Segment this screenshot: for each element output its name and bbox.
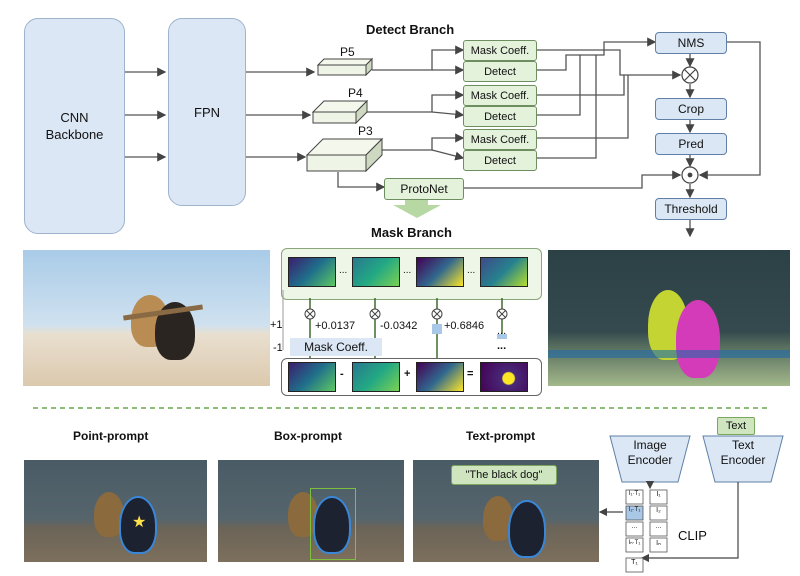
coeff-value-3: +0.6846: [444, 320, 485, 332]
dot-product-icon: [681, 166, 699, 184]
box-prompt-photo: [218, 460, 404, 562]
text-prompt-title: Text-prompt: [466, 429, 536, 443]
detect-head-p4: Detect: [463, 106, 537, 127]
mask-coeff-label: Mask Coeff.: [290, 338, 382, 356]
text-prompt-caption: "The black dog": [451, 465, 557, 485]
text-encoder-shape: [702, 435, 784, 483]
t1-cell: T₁: [631, 559, 638, 566]
detect-branch-title: Detect Branch: [366, 22, 455, 37]
op-minus: -: [340, 368, 344, 380]
architecture-arrows: [123, 37, 761, 238]
fpn-block: FPN: [168, 18, 246, 206]
selected-dog: [508, 500, 546, 558]
ellipsis-3: ...: [467, 265, 476, 276]
combo-term-2: [352, 362, 400, 392]
ellipsis-2: ...: [403, 265, 412, 276]
box-prompt-title: Box-prompt: [274, 429, 342, 443]
text-input-tag: Text: [717, 417, 755, 435]
segment-blue-band: [548, 350, 790, 358]
clip-diagram: [598, 435, 784, 573]
mask-branch-title: Mask Branch: [371, 225, 452, 240]
detect-head-p3: Detect: [463, 150, 537, 171]
output-segmentation: [548, 250, 790, 386]
multiply-icon: [681, 66, 699, 84]
text-encoder-label: Text Encoder: [720, 438, 766, 467]
axis-minus-one: -1: [273, 342, 283, 354]
pred-block: Pred: [655, 133, 727, 155]
level-label-p3: P3: [358, 124, 373, 138]
combo-term-3: [416, 362, 464, 392]
matrix-cell: ...: [655, 523, 662, 530]
image-encoder-label: Image Encoder: [627, 438, 673, 467]
axis-plus-one: +1: [270, 319, 283, 331]
selected-dog: [119, 496, 157, 554]
matrix-cell: Iₙ·T₁: [628, 540, 641, 546]
level-p4: [311, 99, 369, 125]
op-plus: +: [404, 368, 411, 380]
combo-term-1: [288, 362, 336, 392]
prototype-2: [352, 257, 400, 287]
mask-coeff-head-p5: Mask Coeff.: [463, 40, 537, 61]
coeff-ellipsis-2: ...: [497, 340, 507, 352]
crop-block: Crop: [655, 98, 727, 120]
coeff-ellipsis: ...: [497, 325, 507, 337]
prototype-3: [416, 257, 464, 287]
ellipsis-1: ...: [339, 265, 348, 276]
level-p5: [316, 57, 374, 77]
coeff-value-1: +0.0137: [315, 320, 356, 332]
matrix-cell: I₂: [656, 507, 661, 514]
image-encoder-shape: [609, 435, 691, 483]
point-prompt-photo: ★: [24, 460, 207, 562]
matrix-cell: ...: [631, 523, 638, 530]
level-label-p4: P4: [348, 86, 363, 100]
prototype-4: [480, 257, 528, 287]
protonet-block: ProtoNet: [384, 178, 464, 200]
mask-coeff-head-p3: Mask Coeff.: [463, 129, 537, 150]
down-arrow-icon: [393, 200, 441, 218]
level-label-p5: P5: [340, 45, 355, 59]
level-p3: [305, 137, 384, 173]
matrix-cell: I₁·T₁: [628, 491, 641, 497]
matrix-cell: Iₙ: [656, 540, 661, 547]
prompt-box: [310, 488, 356, 560]
segment-magenta: [676, 300, 720, 378]
threshold-block: Threshold: [655, 198, 727, 220]
combo-result: [480, 362, 528, 392]
prototype-1: [288, 257, 336, 287]
detect-head-p5: Detect: [463, 61, 537, 82]
coeff-value-2: -0.0342: [380, 320, 418, 332]
op-equals: =: [467, 368, 474, 380]
coefficient-arrows: [282, 290, 508, 360]
matrix-cell: I₂·T₁: [628, 507, 641, 513]
star-icon: ★: [132, 514, 147, 531]
matrix-cell: I₁: [656, 491, 661, 498]
mask-coeff-head-p4: Mask Coeff.: [463, 85, 537, 106]
input-photo: [23, 250, 270, 386]
clip-label: CLIP: [678, 528, 707, 543]
cnn-backbone: CNN Backbone: [24, 18, 125, 234]
selected-dog: [313, 496, 351, 554]
point-prompt-title: Point-prompt: [73, 429, 149, 443]
nms-block: NMS: [655, 32, 727, 54]
section-divider: [33, 407, 770, 409]
